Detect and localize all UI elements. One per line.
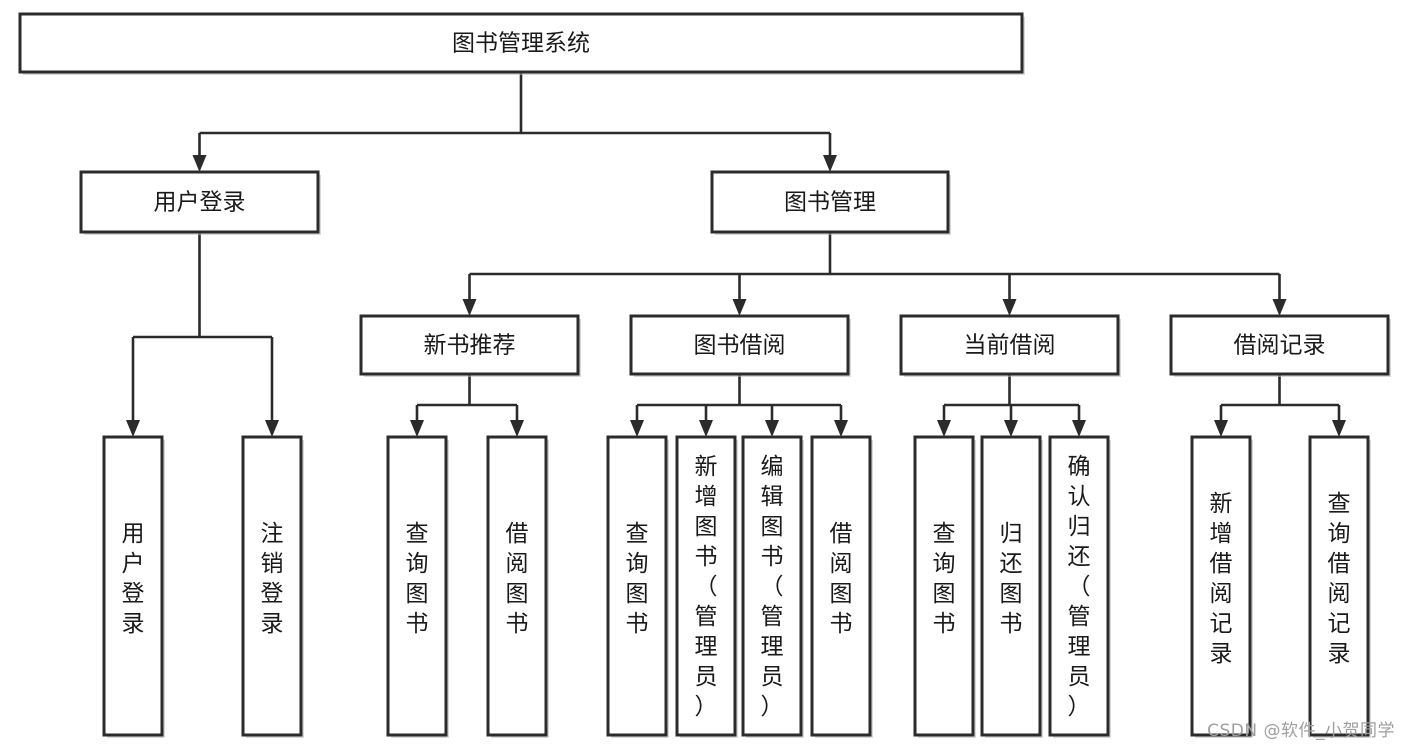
node-rect[interactable] [1308, 435, 1370, 737]
node-leaf-confirm-return[interactable]: 确认归还（管理员） [1048, 435, 1111, 738]
nodes-layer: 图书管理系统用户登录图书管理新书推荐图书借阅当前借阅借阅记录用户登录注销登录查询… [18, 12, 1391, 738]
node-rect[interactable] [79, 170, 320, 234]
arrow-head [765, 420, 779, 437]
node-label: 借阅图书 [830, 521, 853, 637]
node-leaf-add-record[interactable]: 新增借阅记录 [1190, 435, 1253, 738]
node-rect[interactable] [606, 435, 668, 737]
node-label: 用户登录 [154, 190, 246, 216]
node-label: 查询图书 [626, 521, 649, 637]
arrow-head [1004, 420, 1018, 437]
node-rect[interactable] [359, 314, 580, 376]
node-leaf-query-book-3[interactable]: 查询图书 [913, 435, 976, 738]
node-label: 确认归还（管理员） [1068, 454, 1091, 720]
node-root[interactable]: 图书管理系统 [18, 12, 1025, 75]
node-leaf-user-login[interactable]: 用户登录 [102, 435, 165, 738]
node-label: 当前借阅 [964, 333, 1056, 359]
node-label: 查询图书 [933, 521, 956, 637]
node-rect[interactable] [913, 435, 975, 737]
node-label: 注销登录 [261, 521, 284, 637]
node-leaf-edit-book[interactable]: 编辑图书（管理员） [741, 435, 804, 738]
arrow-head [1332, 420, 1346, 437]
arrow-head [265, 420, 279, 437]
node-leaf-borrow-book-1[interactable]: 借阅图书 [486, 435, 549, 738]
node-leaf-logout[interactable]: 注销登录 [241, 435, 304, 738]
arrow-head [462, 299, 477, 316]
csdn-watermark: CSDN @软件_小贺同学 [1207, 721, 1395, 741]
node-rect[interactable] [102, 435, 164, 737]
node-rect[interactable] [18, 12, 1024, 74]
node-borrow-record[interactable]: 借阅记录 [1169, 314, 1391, 377]
node-book-manage[interactable]: 图书管理 [710, 170, 951, 235]
node-label: 图书管理 [784, 190, 876, 216]
arrow-head [510, 420, 524, 437]
node-label: 图书借阅 [694, 333, 786, 359]
node-leaf-query-book-1[interactable]: 查询图书 [386, 435, 449, 738]
arrow-head [823, 155, 837, 172]
node-label: 新增图书（管理员） [695, 454, 718, 720]
arrow-head [732, 299, 747, 316]
node-rect[interactable] [1190, 435, 1252, 737]
node-leaf-return-book[interactable]: 归还图书 [980, 435, 1043, 738]
edges-layer [126, 72, 1346, 437]
node-label: 用户登录 [122, 521, 145, 637]
node-rect[interactable] [486, 435, 548, 737]
arrow-head [192, 155, 207, 172]
node-leaf-query-book-2[interactable]: 查询图书 [606, 435, 669, 738]
arrow-head [1002, 299, 1017, 316]
node-label: 查询图书 [406, 521, 429, 637]
node-label: 编辑图书（管理员） [761, 454, 784, 720]
node-label: 新增借阅记录 [1210, 491, 1233, 667]
node-rect[interactable] [241, 435, 303, 737]
arrow-head [834, 420, 848, 437]
node-leaf-borrow-book-2[interactable]: 借阅图书 [810, 435, 873, 738]
node-rect[interactable] [980, 435, 1042, 737]
node-rect[interactable] [386, 435, 448, 737]
arrow-head [410, 420, 424, 437]
node-rect[interactable] [899, 314, 1120, 376]
arrow-head [126, 420, 140, 437]
node-user-login[interactable]: 用户登录 [79, 170, 321, 235]
node-label: 归还图书 [1000, 521, 1023, 637]
node-leaf-add-book[interactable]: 新增图书（管理员） [675, 435, 738, 738]
node-new-book-recommend[interactable]: 新书推荐 [359, 314, 581, 377]
node-book-borrow[interactable]: 图书借阅 [629, 314, 851, 377]
node-rect[interactable] [675, 435, 737, 737]
arrow-head [1272, 299, 1287, 316]
node-rect[interactable] [1048, 435, 1110, 737]
node-label: 查询借阅记录 [1328, 491, 1351, 667]
arrow-head [630, 420, 644, 437]
node-rect[interactable] [629, 314, 850, 376]
node-rect[interactable] [1169, 314, 1390, 376]
node-label: 借阅记录 [1234, 333, 1326, 359]
node-rect[interactable] [710, 170, 950, 234]
arrow-head [1072, 420, 1086, 437]
node-label: 借阅图书 [506, 521, 529, 637]
node-rect[interactable] [741, 435, 803, 737]
arrow-head [699, 420, 713, 437]
node-label: 图书管理系统 [452, 31, 590, 57]
node-current-borrow[interactable]: 当前借阅 [899, 314, 1121, 377]
node-leaf-query-record[interactable]: 查询借阅记录 [1308, 435, 1371, 738]
node-label: 新书推荐 [424, 333, 516, 359]
arrow-head [937, 420, 951, 437]
arrow-head [1214, 420, 1228, 437]
node-rect[interactable] [810, 435, 872, 737]
